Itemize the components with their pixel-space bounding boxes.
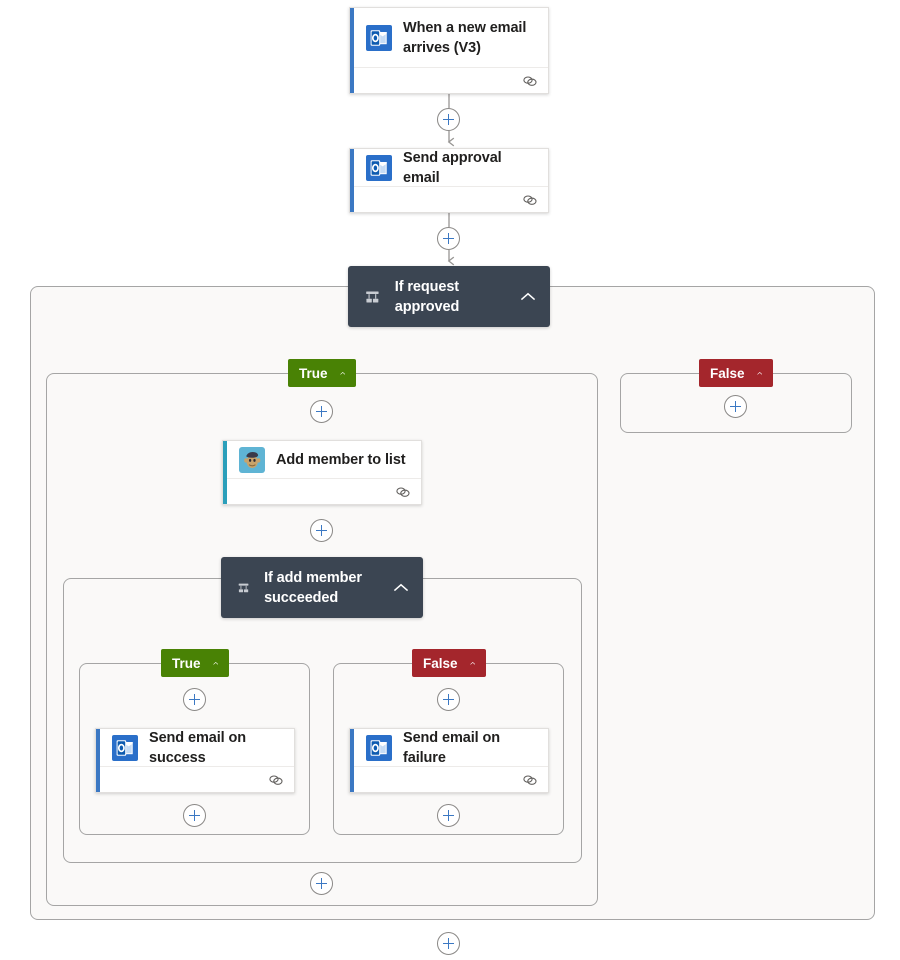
card-footer bbox=[350, 186, 548, 212]
branch-badge-false-outer[interactable]: False bbox=[699, 359, 773, 387]
card-accent-bar bbox=[350, 149, 354, 212]
card-header: Send email on failure bbox=[350, 729, 548, 766]
chevron-up-icon[interactable] bbox=[756, 369, 762, 378]
add-step-button-after-outer-condition[interactable] bbox=[437, 932, 460, 955]
card-header: Add member to list bbox=[223, 441, 421, 478]
branch-badge-label: False bbox=[423, 655, 458, 671]
add-step-button-after-send-approval[interactable] bbox=[437, 227, 460, 250]
action-card-add-member-to-list[interactable]: Add member to list bbox=[222, 440, 422, 505]
card-header: Send approval email bbox=[350, 149, 548, 186]
card-title: Add member to list bbox=[276, 451, 406, 468]
add-step-button-after-inner-condition[interactable] bbox=[310, 872, 333, 895]
card-title: Send approval email bbox=[403, 149, 502, 186]
connection-link-icon[interactable] bbox=[395, 486, 411, 498]
chevron-up-icon[interactable] bbox=[520, 292, 536, 302]
add-step-button-before-add-member[interactable] bbox=[310, 400, 333, 423]
add-step-button-after-add-member[interactable] bbox=[310, 519, 333, 542]
add-step-button-after-send-failure[interactable] bbox=[437, 804, 460, 827]
branch-badge-true-outer[interactable]: True bbox=[288, 359, 356, 387]
branch-badge-label: True bbox=[299, 365, 328, 381]
chevron-up-icon[interactable] bbox=[469, 659, 475, 668]
condition-title: If add member succeeded bbox=[264, 569, 362, 606]
chevron-up-icon[interactable] bbox=[339, 369, 345, 378]
branch-badge-label: True bbox=[172, 655, 201, 671]
card-accent-bar bbox=[350, 8, 354, 93]
outlook-icon bbox=[366, 154, 392, 181]
add-step-button-before-send-failure[interactable] bbox=[437, 688, 460, 711]
card-footer bbox=[223, 478, 421, 504]
action-card-send-approval-email[interactable]: Send approval email bbox=[349, 148, 549, 213]
connection-link-icon[interactable] bbox=[522, 194, 538, 206]
action-card-send-email-on-failure[interactable]: Send email on failure bbox=[349, 728, 549, 793]
card-header: When a new email arrives (V3) bbox=[350, 8, 548, 67]
chevron-up-icon[interactable] bbox=[212, 659, 218, 668]
card-footer bbox=[350, 67, 548, 93]
branch-badge-true-inner[interactable]: True bbox=[161, 649, 229, 677]
card-accent-bar bbox=[96, 729, 100, 792]
card-accent-bar bbox=[350, 729, 354, 792]
add-step-button-before-send-success[interactable] bbox=[183, 688, 206, 711]
add-step-button-after-send-success[interactable] bbox=[183, 804, 206, 827]
mailchimp-icon bbox=[239, 446, 265, 473]
connection-link-icon[interactable] bbox=[522, 774, 538, 786]
card-title: Send email on success bbox=[149, 729, 246, 766]
condition-branch-icon bbox=[366, 290, 379, 302]
card-header: Send email on success bbox=[96, 729, 294, 766]
card-title: Send email on failure bbox=[403, 729, 500, 766]
outlook-icon bbox=[366, 24, 392, 51]
branch-badge-label: False bbox=[710, 365, 745, 381]
outlook-icon bbox=[366, 734, 392, 761]
condition-title: If request approved bbox=[394, 278, 460, 315]
action-card-when-a-new-email-arrives[interactable]: When a new email arrives (V3) bbox=[349, 7, 549, 94]
chevron-up-icon[interactable] bbox=[393, 583, 409, 593]
card-footer bbox=[350, 766, 548, 792]
add-step-button-outer-false-branch[interactable] bbox=[724, 395, 747, 418]
connection-link-icon[interactable] bbox=[268, 774, 284, 786]
connection-link-icon[interactable] bbox=[522, 75, 538, 87]
condition-branch-icon bbox=[238, 583, 249, 592]
card-title: When a new email arrives (V3) bbox=[403, 19, 527, 56]
branch-badge-false-inner[interactable]: False bbox=[412, 649, 486, 677]
condition-card-if-add-member-succeeded[interactable]: If add member succeeded bbox=[221, 557, 423, 618]
condition-card-if-request-approved[interactable]: If request approved bbox=[348, 266, 550, 327]
add-step-button-after-trigger[interactable] bbox=[437, 108, 460, 131]
outlook-icon bbox=[112, 734, 138, 761]
card-footer bbox=[96, 766, 294, 792]
action-card-send-email-on-success[interactable]: Send email on success bbox=[95, 728, 295, 793]
card-accent-bar bbox=[223, 441, 227, 504]
